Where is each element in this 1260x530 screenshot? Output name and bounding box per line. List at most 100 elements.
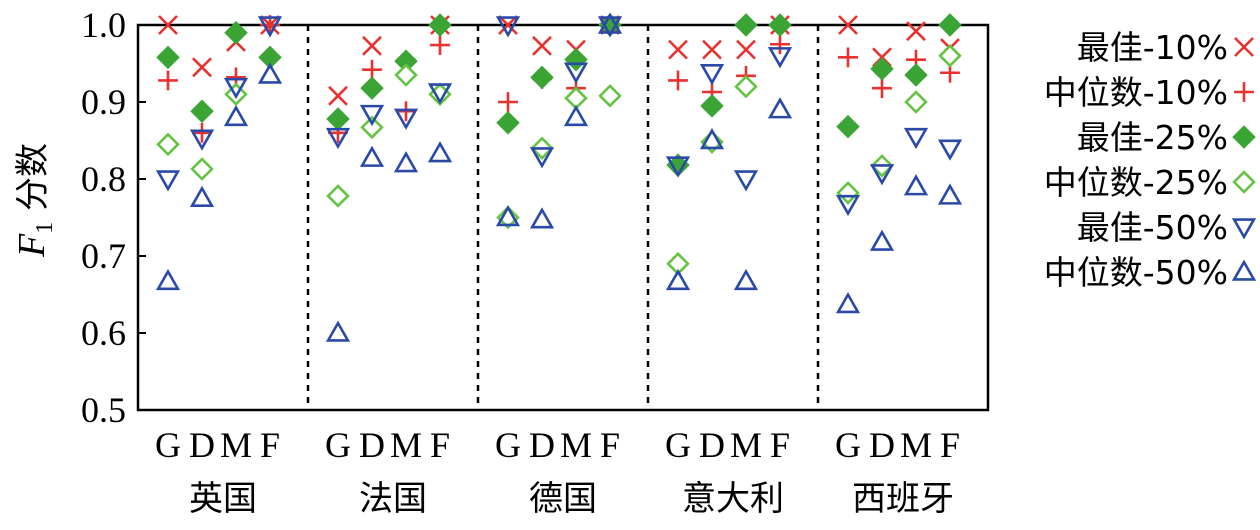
data-point (530, 65, 554, 90)
data-point (767, 97, 793, 119)
method-tick-label: M (560, 425, 592, 465)
marker-shape (394, 63, 418, 87)
marker-shape (1231, 218, 1257, 240)
series-3 (156, 13, 962, 177)
method-tick-label: D (359, 425, 385, 465)
data-point (598, 84, 622, 108)
marker-shape (564, 47, 588, 72)
data-point (192, 57, 212, 78)
marker-shape (835, 194, 861, 217)
data-point (836, 114, 860, 139)
marker-shape (189, 185, 215, 207)
marker-shape (870, 57, 894, 81)
data-point (190, 157, 214, 181)
marker-shape (189, 129, 215, 151)
marker-shape (700, 94, 724, 118)
data-point (869, 229, 895, 251)
marker-shape (155, 170, 181, 192)
marker-stroke (906, 21, 926, 42)
data-point (835, 194, 861, 217)
data-point (360, 115, 384, 140)
marker-shape (190, 99, 214, 123)
data-point (362, 59, 382, 80)
marker-shape (155, 268, 181, 291)
data-point (870, 57, 894, 81)
marker-shape (359, 145, 385, 167)
marker-shape (734, 74, 758, 99)
data-point (360, 76, 384, 100)
marker-stroke (736, 39, 756, 60)
marker-shape (224, 20, 248, 45)
plot-frame (136, 23, 990, 412)
data-point (767, 47, 793, 69)
data-point (156, 45, 180, 70)
marker-shape (156, 132, 180, 157)
marker-shape (598, 84, 622, 108)
data-point (869, 164, 895, 186)
data-point (428, 13, 452, 37)
data-point (155, 170, 181, 192)
data-point (699, 127, 725, 150)
method-tick-label: M (220, 425, 252, 465)
data-point (665, 156, 691, 178)
method-tick-label: D (699, 425, 725, 465)
series-6 (155, 12, 963, 342)
method-tick-label: D (869, 425, 895, 465)
series-1 (158, 15, 960, 106)
data-point (903, 127, 929, 150)
marker-shape (904, 63, 928, 87)
legend-label: 最佳-25% (1077, 118, 1228, 157)
data-point (496, 205, 520, 230)
country-label: 法国 (359, 479, 427, 519)
marker-shape (360, 76, 384, 100)
data-point (734, 13, 758, 37)
marker-shape (869, 229, 895, 251)
marker-shape (768, 13, 792, 37)
legend-marker (1234, 82, 1254, 102)
marker-stroke (1234, 37, 1254, 57)
data-point (189, 129, 215, 151)
method-tick-label: G (325, 425, 351, 465)
y-axis: 0.50.60.70.80.91.0 (81, 5, 146, 430)
marker-shape (835, 291, 861, 314)
y-axis-label: F1 分数 (11, 143, 58, 258)
data-point (532, 35, 552, 56)
data-point (495, 16, 521, 38)
marker-shape (326, 184, 350, 208)
country-label: 意大利 (682, 479, 784, 519)
legend-marker (1231, 218, 1257, 240)
data-point (733, 268, 759, 291)
data-point (430, 35, 450, 55)
data-point (904, 63, 928, 87)
data-point (257, 16, 283, 38)
method-tick-label: D (189, 425, 215, 465)
legend-marker (1232, 125, 1256, 149)
marker-shape (836, 181, 860, 205)
marker-shape (733, 268, 759, 291)
data-point (564, 47, 588, 72)
legend-marker (1231, 259, 1257, 281)
marker-shape (326, 107, 350, 131)
data-point (190, 99, 214, 123)
data-point (699, 64, 725, 86)
marker-shape (156, 45, 180, 70)
country-label: 德国 (529, 479, 597, 519)
marker-shape (903, 174, 929, 196)
data-point (937, 183, 963, 205)
data-point (700, 94, 724, 118)
marker-shape (904, 90, 928, 114)
plot-border (136, 23, 990, 412)
method-tick-label: G (665, 425, 691, 465)
method-tick-label: F (940, 425, 960, 465)
marker-shape (325, 127, 351, 150)
data-point (495, 204, 521, 227)
marker-shape (360, 115, 384, 140)
data-point (668, 70, 688, 91)
data-point (189, 185, 215, 207)
data-point (257, 62, 283, 84)
data-point (529, 147, 555, 169)
data-points (155, 12, 963, 342)
data-point (872, 78, 892, 99)
data-point (223, 104, 249, 127)
